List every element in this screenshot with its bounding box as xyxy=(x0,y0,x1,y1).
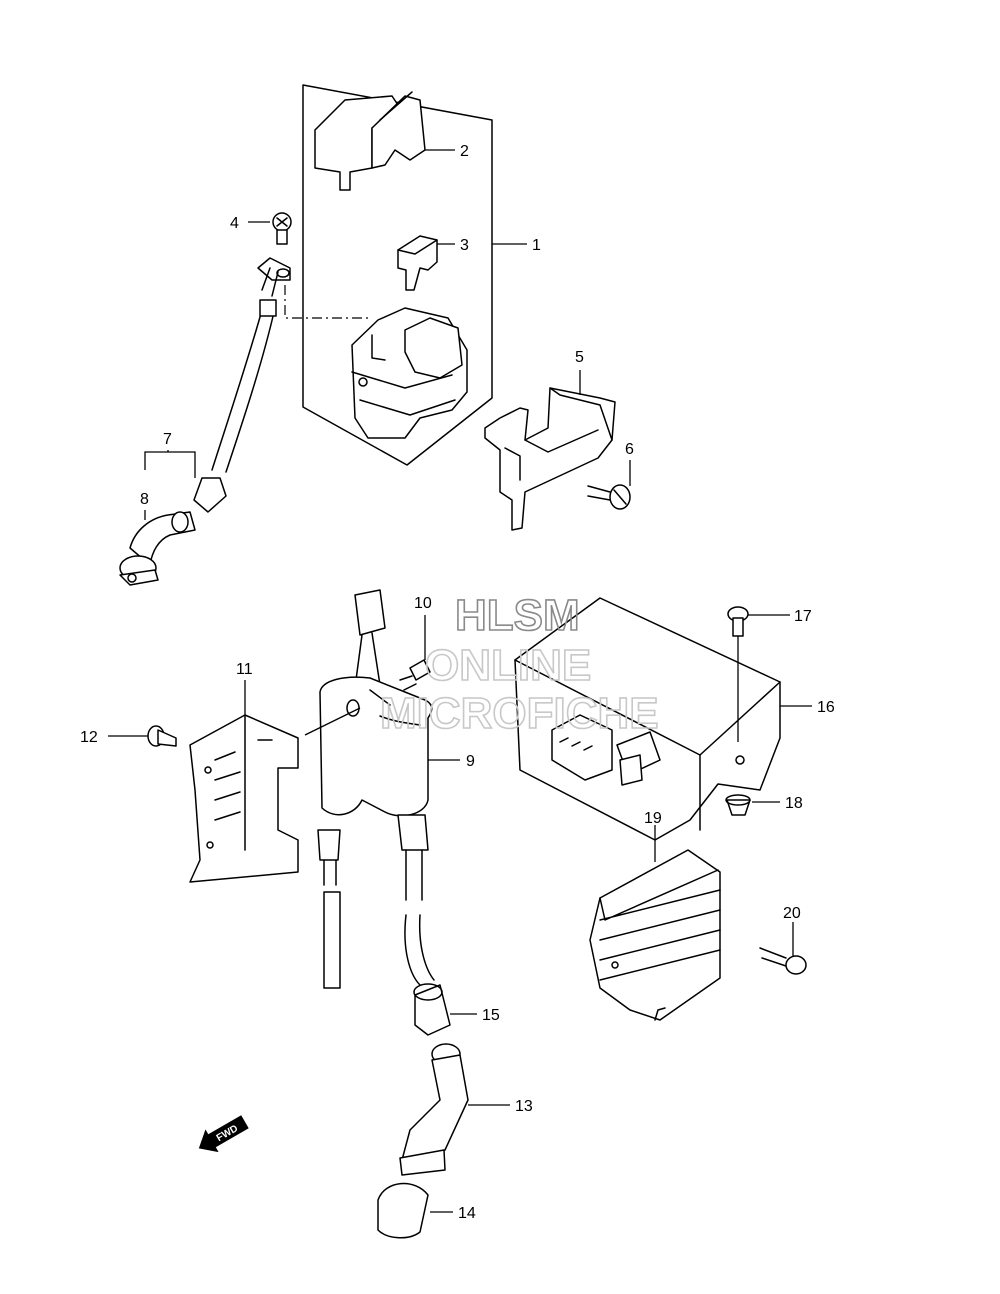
fwd-arrow-icon: FWD xyxy=(198,1115,249,1153)
starter-relay[interactable] xyxy=(351,307,468,439)
relay-assembly-group xyxy=(302,84,493,466)
relay-bracket-5[interactable] xyxy=(484,387,616,531)
callout-5: 5 xyxy=(575,349,584,366)
watermark-line3: MICROFICHE xyxy=(380,689,659,738)
callout-20: 20 xyxy=(783,905,801,922)
terminal-boot-8[interactable] xyxy=(119,511,196,586)
callout-17: 17 xyxy=(794,608,812,625)
cover-14[interactable] xyxy=(377,1182,429,1239)
cap-15[interactable] xyxy=(413,983,451,1036)
grommet-18[interactable] xyxy=(725,794,751,816)
ignition-coil-9[interactable] xyxy=(317,589,435,989)
watermark: HLSM ONLINE MICROFICHE xyxy=(379,590,659,739)
bolt-12[interactable] xyxy=(147,725,177,747)
screw-4[interactable] xyxy=(272,212,292,245)
plug-cap-13[interactable] xyxy=(399,1043,469,1176)
callout-11: 11 xyxy=(236,661,253,678)
callouts: 1 2 3 4 5 6 7 8 9 10 11 12 13 14 15 16 1… xyxy=(80,143,835,1222)
coil-bracket-11[interactable] xyxy=(189,714,299,883)
watermark-line1: HLSM xyxy=(455,591,580,640)
callout-15: 15 xyxy=(482,1007,500,1024)
callout-12: 12 xyxy=(80,729,98,746)
callout-4: 4 xyxy=(230,215,239,232)
watermark-line2: ONLINE xyxy=(425,641,591,690)
connection-line xyxy=(284,285,372,319)
callout-8: 8 xyxy=(140,491,149,508)
callout-14: 14 xyxy=(458,1205,476,1222)
callout-19: 19 xyxy=(644,810,662,827)
callout-2: 2 xyxy=(460,143,469,160)
ground-wire[interactable] xyxy=(193,257,291,513)
callout-13: 13 xyxy=(515,1098,533,1115)
screw-17[interactable] xyxy=(727,606,749,637)
callout-3: 3 xyxy=(460,237,469,254)
bolt-6[interactable] xyxy=(587,484,631,510)
callout-16: 16 xyxy=(817,699,835,716)
assembly-outline xyxy=(302,84,493,466)
callout-18: 18 xyxy=(785,795,803,812)
bolt-20[interactable] xyxy=(759,947,807,975)
fwd-label: FWD xyxy=(215,1123,240,1144)
cdi-unit-16[interactable] xyxy=(514,597,781,841)
callout-1: 1 xyxy=(532,237,541,254)
callout-9: 9 xyxy=(466,753,475,770)
callout-6: 6 xyxy=(625,441,634,458)
callout-7: 7 xyxy=(163,431,172,448)
screw-10[interactable] xyxy=(399,659,431,691)
relay-cover[interactable] xyxy=(314,91,426,191)
regulator-19[interactable] xyxy=(589,849,721,1021)
fuse[interactable] xyxy=(397,235,438,291)
callout-10: 10 xyxy=(414,595,432,612)
leader-lines xyxy=(108,149,812,1213)
